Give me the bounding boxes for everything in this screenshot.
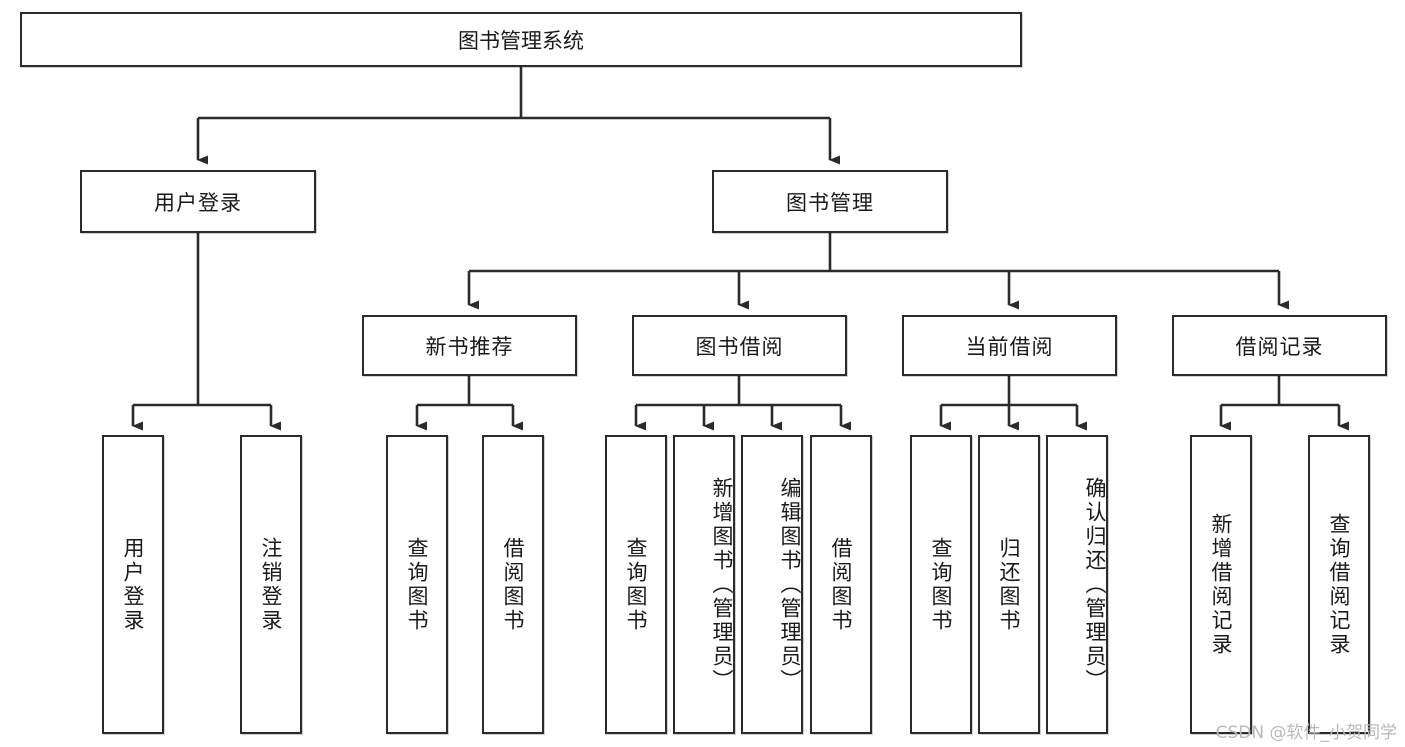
leaf-query-record-label: 查询借阅记录 — [1327, 512, 1352, 657]
leaf-query-book-3-label: 查询图书 — [929, 536, 954, 633]
node-root-label: 图书管理系统 — [458, 28, 584, 53]
leaf-query-book-2[interactable]: 查询图书 — [605, 435, 667, 734]
node-current-borrow-label: 当前借阅 — [965, 334, 1054, 359]
node-user-login[interactable]: 用户登录 — [80, 170, 316, 233]
node-borrow-record[interactable]: 借阅记录 — [1172, 315, 1387, 376]
leaf-query-book-3[interactable]: 查询图书 — [910, 435, 972, 734]
leaf-return-book[interactable]: 归还图书 — [978, 435, 1040, 734]
leaf-borrow-book-1[interactable]: 借阅图书 — [482, 435, 544, 734]
leaf-user-login-label: 用户登录 — [121, 536, 146, 633]
leaf-confirm-return-admin[interactable]: 确认归还（管理员） — [1046, 435, 1108, 734]
node-borrow-record-label: 借阅记录 — [1235, 334, 1324, 359]
node-new-book-rec-label: 新书推荐 — [425, 334, 514, 359]
leaf-add-record[interactable]: 新增借阅记录 — [1190, 435, 1252, 734]
leaf-add-book-admin[interactable]: 新增图书（管理员） — [673, 435, 735, 734]
leaf-logout-label: 注销登录 — [259, 536, 284, 633]
node-root[interactable]: 图书管理系统 — [20, 12, 1022, 67]
node-new-book-rec[interactable]: 新书推荐 — [362, 315, 577, 376]
leaf-return-book-label: 归还图书 — [997, 536, 1022, 633]
node-book-manage-label: 图书管理 — [786, 190, 874, 215]
node-book-borrow-label: 图书借阅 — [695, 334, 784, 359]
node-current-borrow[interactable]: 当前借阅 — [902, 315, 1117, 376]
leaf-add-record-label: 新增借阅记录 — [1209, 512, 1234, 657]
leaf-query-record[interactable]: 查询借阅记录 — [1308, 435, 1370, 734]
leaf-edit-book-admin[interactable]: 编辑图书（管理员） — [741, 435, 803, 734]
node-book-manage[interactable]: 图书管理 — [712, 170, 948, 233]
watermark: CSDN @软件_小贺同学 — [1215, 723, 1397, 743]
leaf-edit-book-admin-label: 编辑图书（管理员） — [778, 476, 802, 693]
leaf-borrow-book-1-label: 借阅图书 — [501, 536, 526, 633]
leaf-confirm-return-admin-label: 确认归还（管理员） — [1083, 476, 1107, 693]
node-user-login-label: 用户登录 — [154, 190, 242, 215]
leaf-borrow-book-2-label: 借阅图书 — [829, 536, 854, 633]
leaf-query-book-1-label: 查询图书 — [405, 536, 430, 633]
leaf-add-book-admin-label: 新增图书（管理员） — [710, 476, 734, 693]
node-book-borrow[interactable]: 图书借阅 — [632, 315, 847, 376]
leaf-query-book-1[interactable]: 查询图书 — [386, 435, 448, 734]
leaf-logout[interactable]: 注销登录 — [240, 435, 302, 734]
leaf-borrow-book-2[interactable]: 借阅图书 — [810, 435, 872, 734]
leaf-user-login[interactable]: 用户登录 — [102, 435, 164, 734]
leaf-query-book-2-label: 查询图书 — [624, 536, 649, 633]
